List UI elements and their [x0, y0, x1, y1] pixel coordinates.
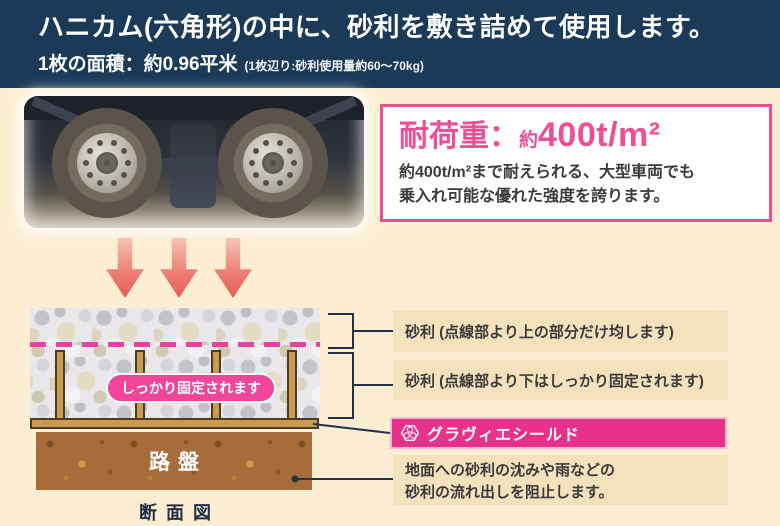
load-heading-prefix: 耐荷重：: [399, 120, 519, 153]
down-arrow-icon: [214, 238, 252, 298]
load-capacity-description: 約400t/m²まで耐えられる、大型車両でも 乗入れ可能な優れた強度を誇ります。: [399, 161, 755, 209]
label-protection: 地面への砂利の沈みや雨などの 砂利の流れ出しを阻止します。: [393, 455, 728, 505]
fixed-badge: しっかり固定されます: [106, 373, 276, 403]
area-info: 1枚の面積：約0.96平米 (1枚辺り:砂利使用量約60〜70kg): [38, 49, 770, 76]
truck-axle: [156, 124, 230, 208]
load-heading-value: 400t/m²: [538, 116, 661, 154]
load-capacity-box: 耐荷重：約400t/m² 約400t/m²まで耐えられる、大型車両でも 乗入れ可…: [380, 104, 772, 222]
product-name: グラヴィエシールド: [427, 427, 581, 444]
protection-line2: 砂利の流れ出しを阻止します。: [405, 483, 614, 501]
truck-tire-right: [218, 108, 328, 218]
truck-tires-photo: [24, 96, 364, 228]
honeycomb-wall: [55, 350, 65, 420]
product-banner: グラヴィエシールド: [390, 417, 727, 449]
roadbed-layer: 路盤: [36, 432, 312, 490]
down-arrow-icon: [106, 238, 144, 298]
down-arrow-icon: [160, 238, 198, 298]
honeycomb-base: [30, 418, 319, 429]
load-capacity-heading: 耐荷重：約400t/m²: [399, 116, 755, 154]
truck-tire-left: [52, 108, 162, 218]
load-desc-line1: 約400t/m²まで耐えられる、大型車両でも: [399, 164, 696, 182]
label-gravel-bottom: 砂利 (点線部より下はしっかり固定されます): [393, 360, 728, 400]
dashed-level-line: [30, 342, 320, 347]
load-heading-approx: 約: [519, 130, 539, 151]
area-label: 1枚の面積：約0.96平米: [38, 54, 238, 75]
gravel-top-layer: [30, 308, 320, 345]
truck-chassis: [24, 96, 364, 134]
page-title: ハニカム(六角形)の中に、砂利を敷き詰めて使用します。: [38, 12, 716, 42]
label-gravel-top: 砂利 (点線部より上の部分だけ均します): [393, 310, 728, 352]
wheel-rim: [243, 133, 303, 193]
roadbed-label: 路盤: [149, 451, 207, 474]
area-note: (1枚辺り:砂利使用量約60〜70kg): [244, 59, 424, 73]
header-banner: ハニカム(六角形)の中に、砂利を敷き詰めて使用します。 1枚の面積：約0.96平…: [0, 0, 780, 88]
diagram-caption: 断面図: [139, 503, 220, 523]
honeycomb-icon: [400, 423, 420, 443]
load-desc-line2: 乗入れ可能な優れた強度を誇ります。: [399, 188, 670, 206]
honeycomb-wall: [287, 350, 297, 420]
protection-line1: 地面への砂利の沈みや雨などの: [405, 462, 616, 479]
wheel-rim: [77, 133, 137, 193]
